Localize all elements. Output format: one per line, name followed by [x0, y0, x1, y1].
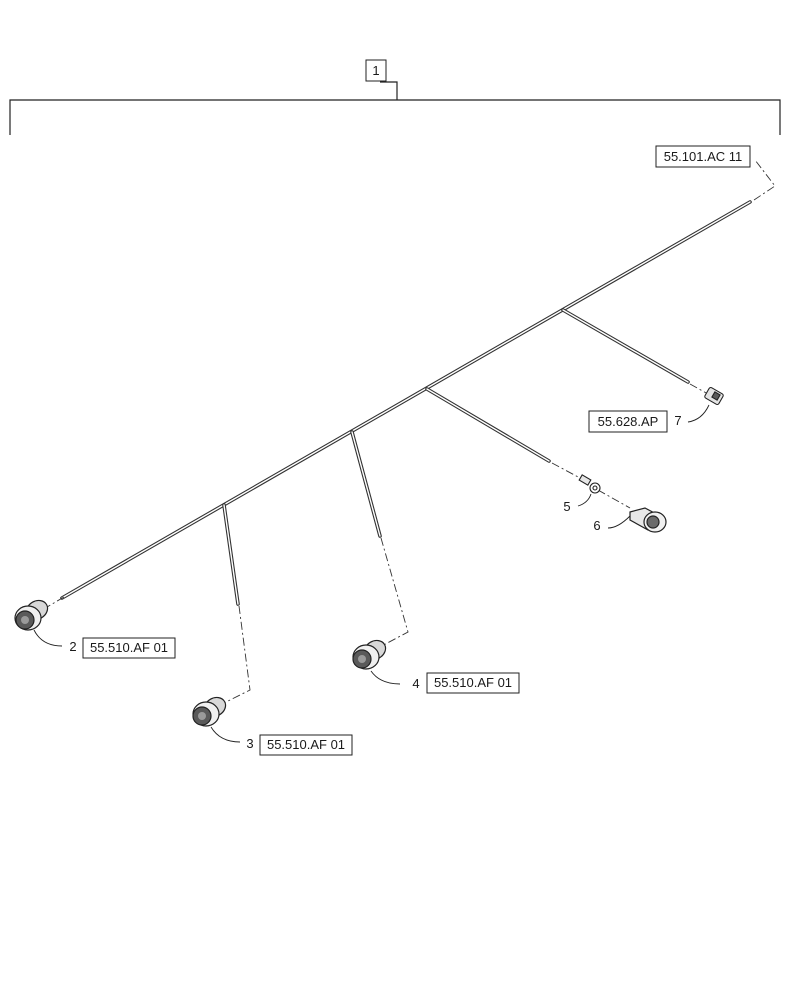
- connector-3: [192, 696, 227, 727]
- terminal-cover-6: [629, 507, 667, 533]
- ref-box-connector-4: 55.510.AF 01: [426, 672, 520, 694]
- callout-3: 3: [246, 736, 253, 751]
- ref-box-connector-2: 55.510.AF 01: [82, 637, 176, 659]
- ref-connector-7: 55.628.AP: [598, 414, 659, 429]
- callout-6: 6: [593, 518, 600, 533]
- ref-box-connector-3: 55.510.AF 01: [259, 734, 353, 756]
- ref-connector-2: 55.510.AF 01: [90, 640, 168, 655]
- connection-lines: [41, 159, 776, 706]
- ref-connector-4: 55.510.AF 01: [434, 675, 512, 690]
- connector-7: [704, 386, 724, 406]
- callout-7: 7: [674, 413, 681, 428]
- ref-box-main-harness: 55.101.AC 11: [655, 145, 751, 168]
- ref-main-harness: 55.101.AC 11: [664, 149, 743, 164]
- leader-lines: [33, 404, 710, 743]
- assembly-bracket: [9, 81, 781, 135]
- ref-box-connector-7: 55.628.AP: [588, 410, 668, 433]
- connector-4: [352, 639, 387, 670]
- ref-connector-3: 55.510.AF 01: [267, 737, 345, 752]
- callout-5: 5: [563, 499, 570, 514]
- callout-2: 2: [69, 639, 76, 654]
- harness-branches: [222, 308, 690, 606]
- item-1-box: [365, 59, 387, 82]
- ring-terminal-5: [578, 474, 601, 494]
- callout-4: 4: [412, 676, 419, 691]
- item-1-label: 1: [372, 63, 379, 78]
- connector-2: [14, 599, 49, 631]
